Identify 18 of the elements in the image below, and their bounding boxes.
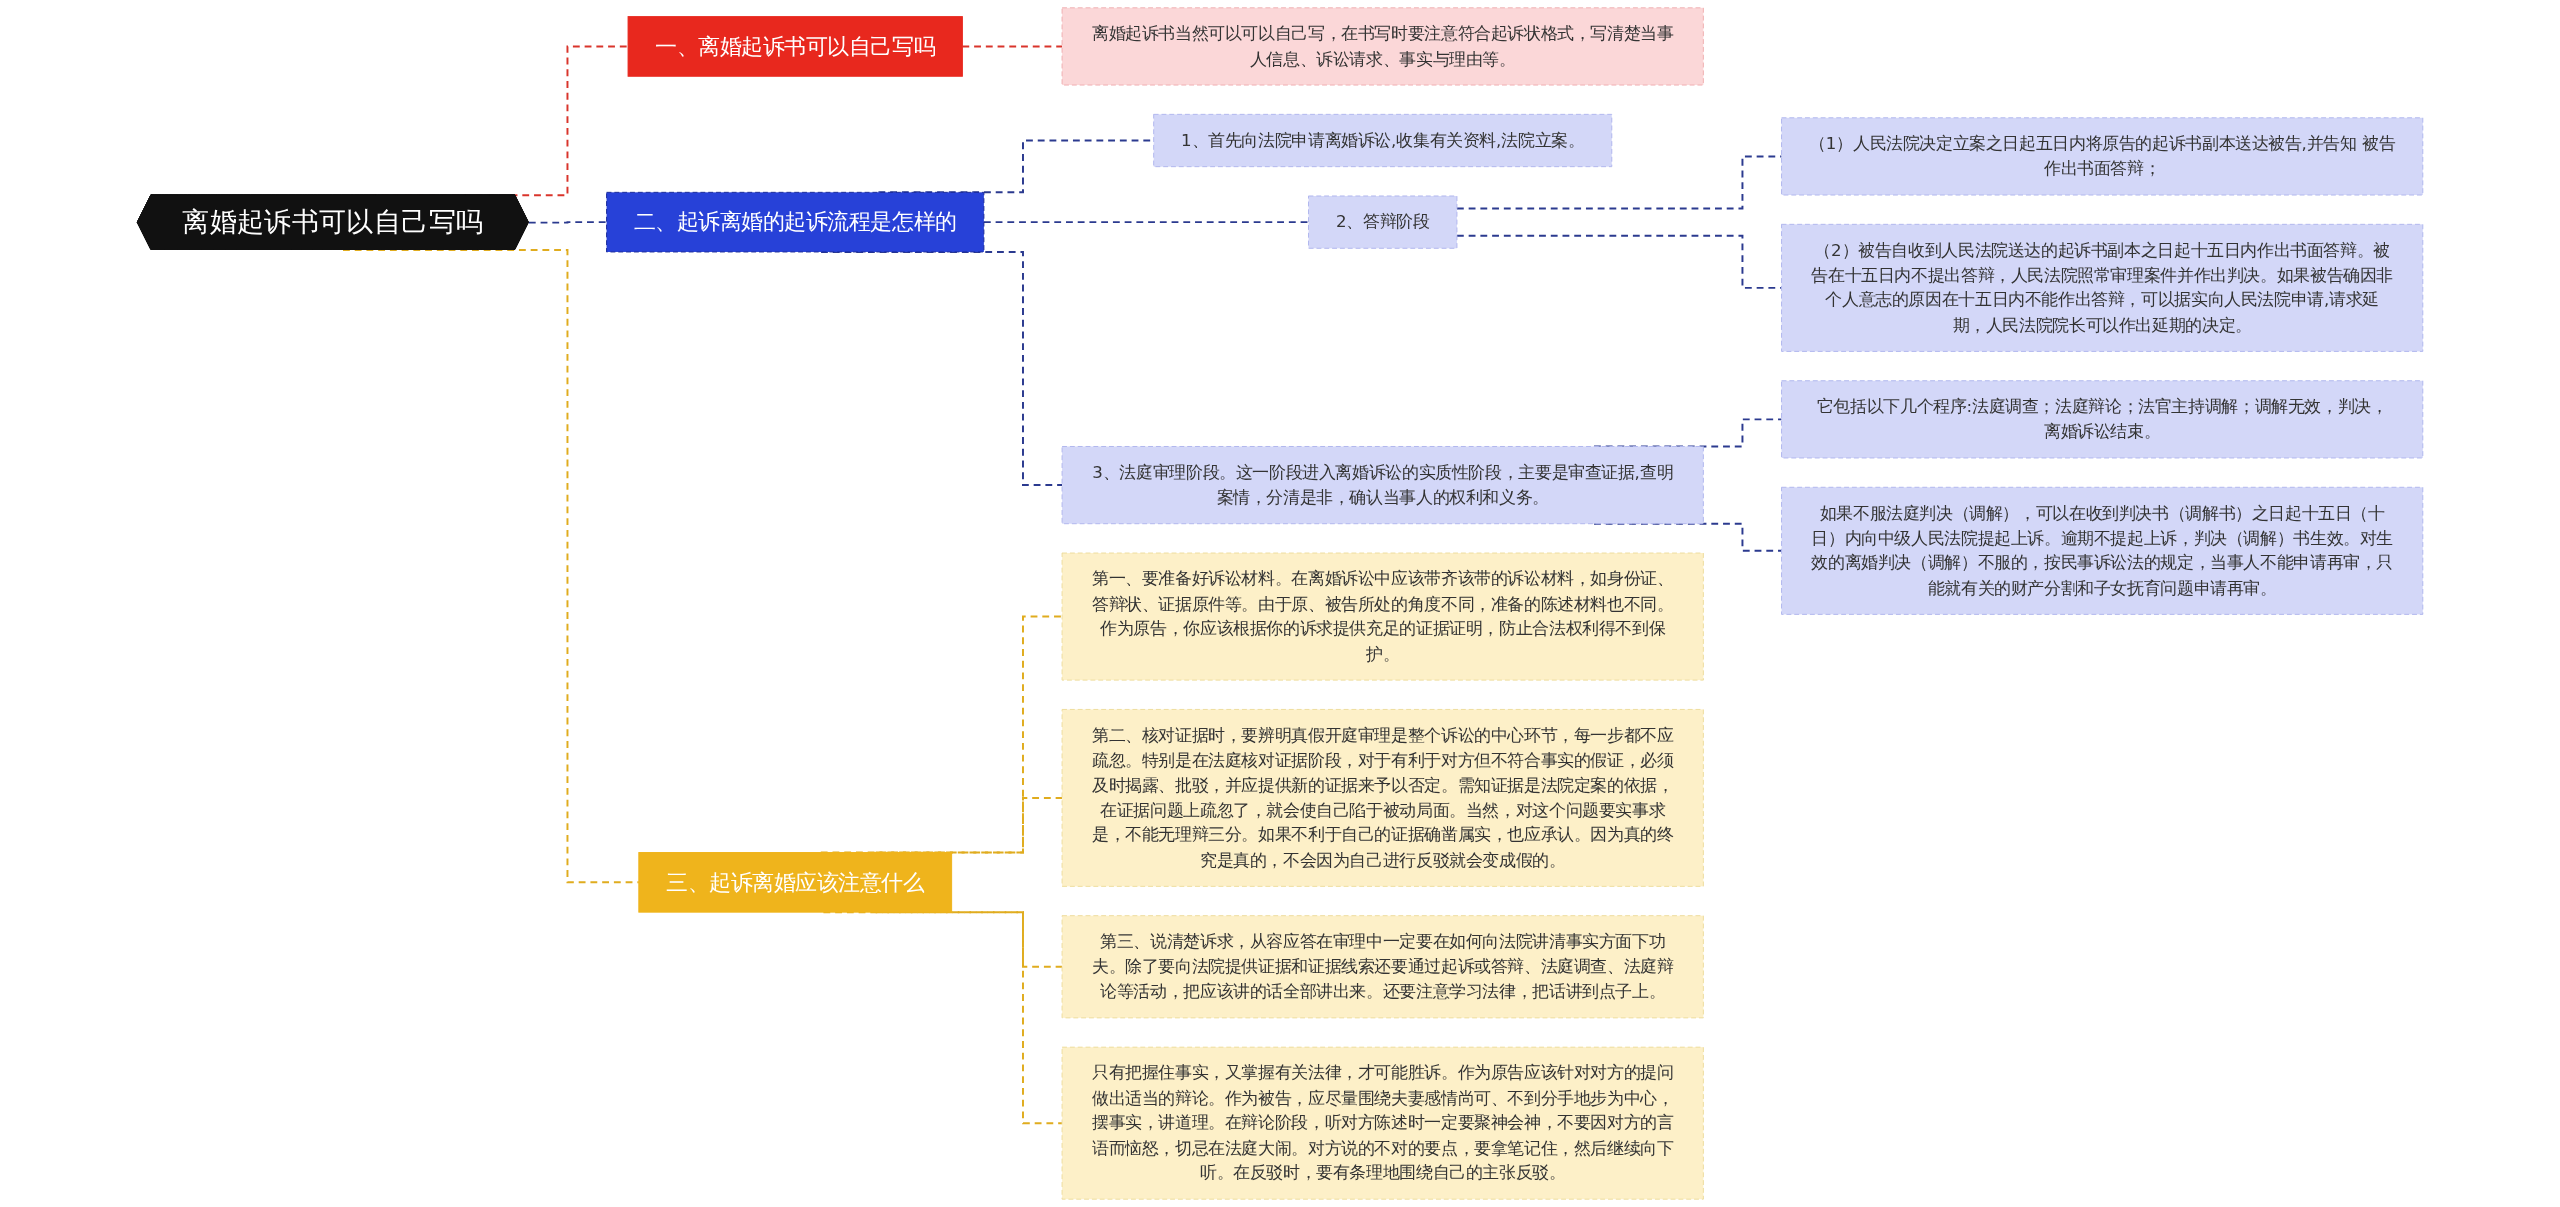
- connector: [527, 221, 608, 224]
- node-box: 离婚起诉书当然可以可以自己写，在书写时要注意符合起诉状格式，写清楚当事人信息、诉讼请求、事实与理由等。: [1061, 7, 1704, 86]
- node-box: 它包括以下几个程序:法庭调查；法庭辩论；法官主持调解；调解无效，判决，离婚诉讼结束。: [1781, 380, 2424, 459]
- node-box: 只有把握住事实，又掌握有关法律，才可能胜诉。作为原告应该针对对方的提问做出适当的辩论。作为被告，应尽量围绕夫妻感情尚可、不到分手地步为中心，摆事实，讲道理。在辩论阶段，听对方陈述时一定要聚神会神，不要因对方的言语而恼怒，切忌在法庭大闹。对方说的不对的要点，要拿笔记住，然后继续向下听。在反驳时，要有条理地围绕自己的主张反驳。: [1061, 1046, 1704, 1200]
- node-box: 第一、要准备好诉讼材料。在离婚诉讼中应该带齐该带的诉讼材料，如身份证、答辩状、证据原件等。由于原、被告所处的角度不同，准备的陈述材料也不同。作为原告，你应该根据你的诉求提供充足的证据证明，防止合法权利得不到保护。: [1061, 552, 1704, 681]
- node-box: （2）被告自收到人民法院送达的起诉书副本之日起十五日内作出书面答辩。被告在十五日内不提出答辩，人民法院照常审理案件并作出判决。如果被告确因非个人意志的原因在十五日内不能作出答辩，可以据实向人民法院申请,请求延期，人民法院院长可以作出延期的决定。: [1781, 223, 2424, 352]
- node-box: 1、首先向法院申请离婚诉讼,收集有关资料,法院立案。: [1153, 113, 1613, 168]
- connector: [982, 221, 1310, 224]
- node-box: 如果不服法庭判决（调解），可以在收到判决书（调解书）之日起十五日（十日）内向中级人民法院提起上诉。逾期不提起上诉，判决（调解）书生效。对生效的离婚判决（调解）不服的，按民事诉讼法的规定，当事人不能申请再审，只能就有关的财产分割和子女抚育问题申请再审。: [1781, 486, 2424, 615]
- node-box: 第三、说清楚诉求，从容应答在审理中一定要在如何向法院讲清事实方面下功夫。除了要向法院提供证据和证据线索还要通过起诉或答辩、法庭调查、法庭辩论等活动，把应该讲的话全部讲出来。还要注意学习法律，把话讲到点子上。: [1061, 915, 1704, 1019]
- node-box: 2、答辩阶段: [1308, 195, 1458, 249]
- connector: [961, 45, 1064, 48]
- node-box: 一、离婚起诉书可以自己写吗: [627, 16, 963, 77]
- node-box: 二、起诉离婚的起诉流程是怎样的: [606, 191, 985, 253]
- node-box: 第二、核对证据时，要辨明真假开庭审理是整个诉讼的中心环节，每一步都不应疏忽。特别是在法庭核对证据阶段，对于有利于对方但不符合事实的假证，必须及时揭露、批驳，并应提供新的证据来予以否定。需知证据是法院定案的依据，在证据问题上疏忽了，就会使自己陷于被动局面。当然，对这个问题要实事求是，不能无理辩三分。如果不利于自己的证据确凿属实，也应承认。因为真的终究是真的，不会因为自己进行反驳就会变成假的。: [1061, 708, 1704, 887]
- node-box: 3、法庭审理阶段。这一阶段进入离婚诉讼的实质性阶段，主要是审查证据,查明案情，分清是非，确认当事人的权利和义务。: [1061, 446, 1704, 525]
- node-box: （1）人民法院决定立案之日起五日内将原告的起诉书副本送达被告,并告知 被告作出书面答辩；: [1781, 117, 2424, 196]
- node-box: 三、起诉离婚应该注意什么: [638, 852, 953, 913]
